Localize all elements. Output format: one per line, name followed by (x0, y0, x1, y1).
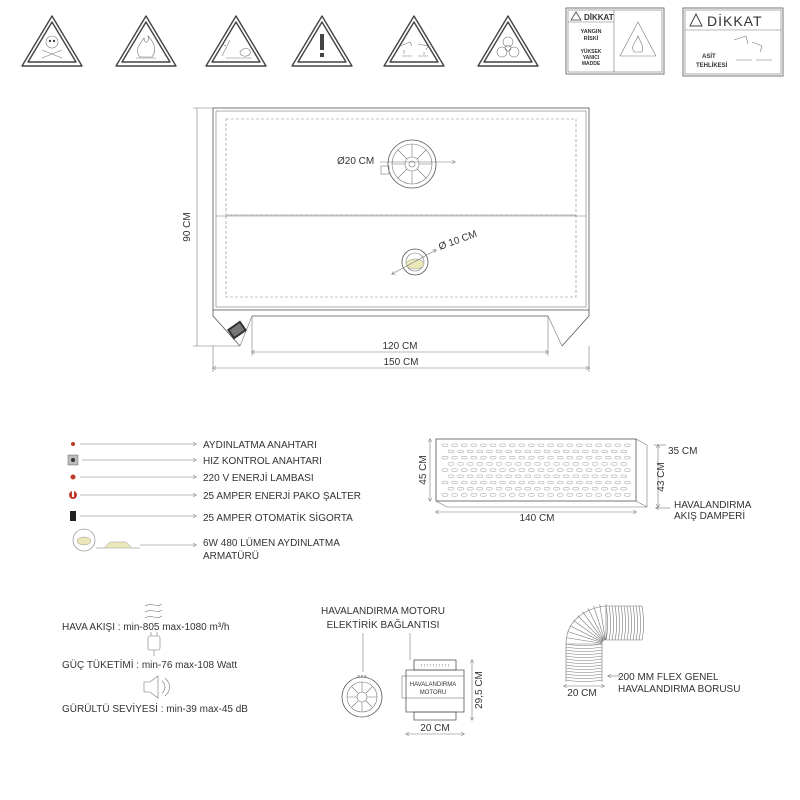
spec-airflow: HAVA AKIŞI : min-805 max-1080 m³/h (62, 622, 229, 633)
damper-slots (441, 443, 631, 497)
legend-label: 25 AMPER ENERJİ PAKO ŞALTER (203, 489, 361, 502)
cabinet-outer-width-dim: 150 CM (383, 357, 418, 368)
ventilation-motor: HAVALANDIRMA MOTORU ELEKTİRİK BAĞLANTISI… (321, 606, 485, 734)
legend-label: 6W 480 LÜMEN AYDINLATMA (203, 537, 340, 549)
acid-hazard-label: DİKKAT ASİT TEHLİKESİ (682, 7, 784, 77)
motor-width-dim: 20 CM (420, 723, 449, 734)
red-dot-icon (71, 442, 75, 446)
motor-title-line2: ELEKTİRİK BAĞLANTISI (327, 618, 440, 631)
plug-icon (147, 632, 161, 656)
red-dot-icon (70, 474, 76, 480)
spec-noise: GÜRÜLTÜ SEVİYESİ : min-39 max-45 dB (62, 702, 248, 715)
control-legend: AYDINLATMA ANAHTARI HIZ KONTROL ANAHTARI… (67, 440, 361, 562)
svg-text:RİSKİ: RİSKİ (584, 35, 599, 42)
svg-text:YANGIN: YANGIN (581, 29, 602, 35)
damper-label-line2: AKIŞ DAMPERİ (674, 509, 745, 522)
warning-sign-row (21, 15, 539, 67)
control-box-icon (227, 320, 247, 340)
flammable-icon (115, 15, 177, 67)
motor-body: ↑↑↑↑↑↑↑↑↑↑ HAVALANDIRMA MOTORU (401, 659, 465, 721)
flex-diameter-dim: 20 CM (567, 688, 596, 699)
airflow-damper-view: 45 CM 140 CM 35 CM 43 CM HAVALANDIRMA AK… (418, 439, 752, 524)
cabinet-inner-width-dim: 120 CM (382, 341, 417, 352)
cabinet-front-view: Ø20 CM Ø 10 CM 90 CM 120 CM 150 CM (182, 107, 589, 372)
skull-crossbones-icon (21, 15, 83, 67)
fan-outlet-icon (380, 139, 437, 189)
svg-text:o o o: o o o (358, 673, 368, 678)
svg-text:↑↑↑↑↑↑↑↑↑↑: ↑↑↑↑↑↑↑↑↑↑ (420, 663, 450, 669)
fire-risk-label: DİKKAT YANGIN RİSKİ YÜKSEK YANICI MADDE (565, 7, 665, 75)
legend-label-line2: ARMATÜRÜ (203, 550, 259, 562)
svg-text:YÜKSEK: YÜKSEK (581, 48, 602, 55)
motor-box-label: HAVALANDIRMA (410, 682, 456, 688)
damper-height-dim: 45 CM (418, 455, 429, 484)
flex-label-line2: HAVALANDIRMA BORUSU (618, 684, 740, 695)
light-fixture-icon (401, 248, 429, 276)
biohazard-icon (477, 15, 539, 67)
legend-label: 25 AMPER OTOMATİK SİGORTA (203, 511, 353, 524)
damper-label: HAVALANDIRMA (674, 500, 752, 511)
legend-label: HIZ KONTROL ANAHTARI (203, 456, 322, 467)
motor-title: HAVALANDIRMA MOTORU (321, 606, 445, 617)
motor-box-label-line2: MOTORU (420, 690, 447, 696)
legend-label: AYDINLATMA ANAHTARI (203, 440, 317, 451)
spec-power: GÜÇ TÜKETİMİ : min-76 max-108 Watt (62, 658, 237, 671)
motor-fan-icon: o o o (341, 673, 383, 718)
motor-height-dim: 29,5 CM (474, 671, 485, 709)
cabinet-height-dim: 90 CM (182, 212, 193, 241)
svg-text:ASİT: ASİT (702, 53, 716, 60)
fire-label-header: DİKKAT (584, 13, 614, 22)
damper-side-dim: 43 CM (656, 462, 667, 491)
damper-depth-dim: 35 CM (668, 446, 697, 457)
flex-duct: 20 CM 200 MM FLEX GENEL HAVALANDIRMA BOR… (564, 604, 740, 699)
svg-text:TEHLİKESİ: TEHLİKESİ (696, 62, 728, 69)
flex-label: 200 MM FLEX GENEL (618, 672, 719, 683)
corrosion-icon (733, 35, 772, 61)
exclamation-icon (291, 15, 353, 67)
acid-label-header: DİKKAT (707, 12, 763, 29)
airflow-icon (144, 603, 163, 619)
fan-diameter-dim: Ø20 CM (337, 156, 374, 167)
fuse-icon (70, 511, 76, 521)
flex-duct-ribs (565, 604, 644, 682)
environment-hazard-icon (205, 15, 267, 67)
svg-text:MADDE: MADDE (582, 61, 601, 67)
speaker-icon (143, 675, 170, 699)
legend-label: 220 V ENERJİ LAMBASI (203, 471, 314, 484)
flame-icon (632, 35, 643, 53)
light-diameter-dim: Ø 10 CM (437, 229, 478, 253)
corrosive-icon (383, 15, 445, 67)
specs-list: HAVA AKIŞI : min-805 max-1080 m³/h GÜÇ T… (62, 603, 248, 715)
svg-text:YANICI: YANICI (583, 55, 600, 61)
damper-width-dim: 140 CM (519, 513, 554, 524)
light-fixture-icon (72, 528, 140, 552)
